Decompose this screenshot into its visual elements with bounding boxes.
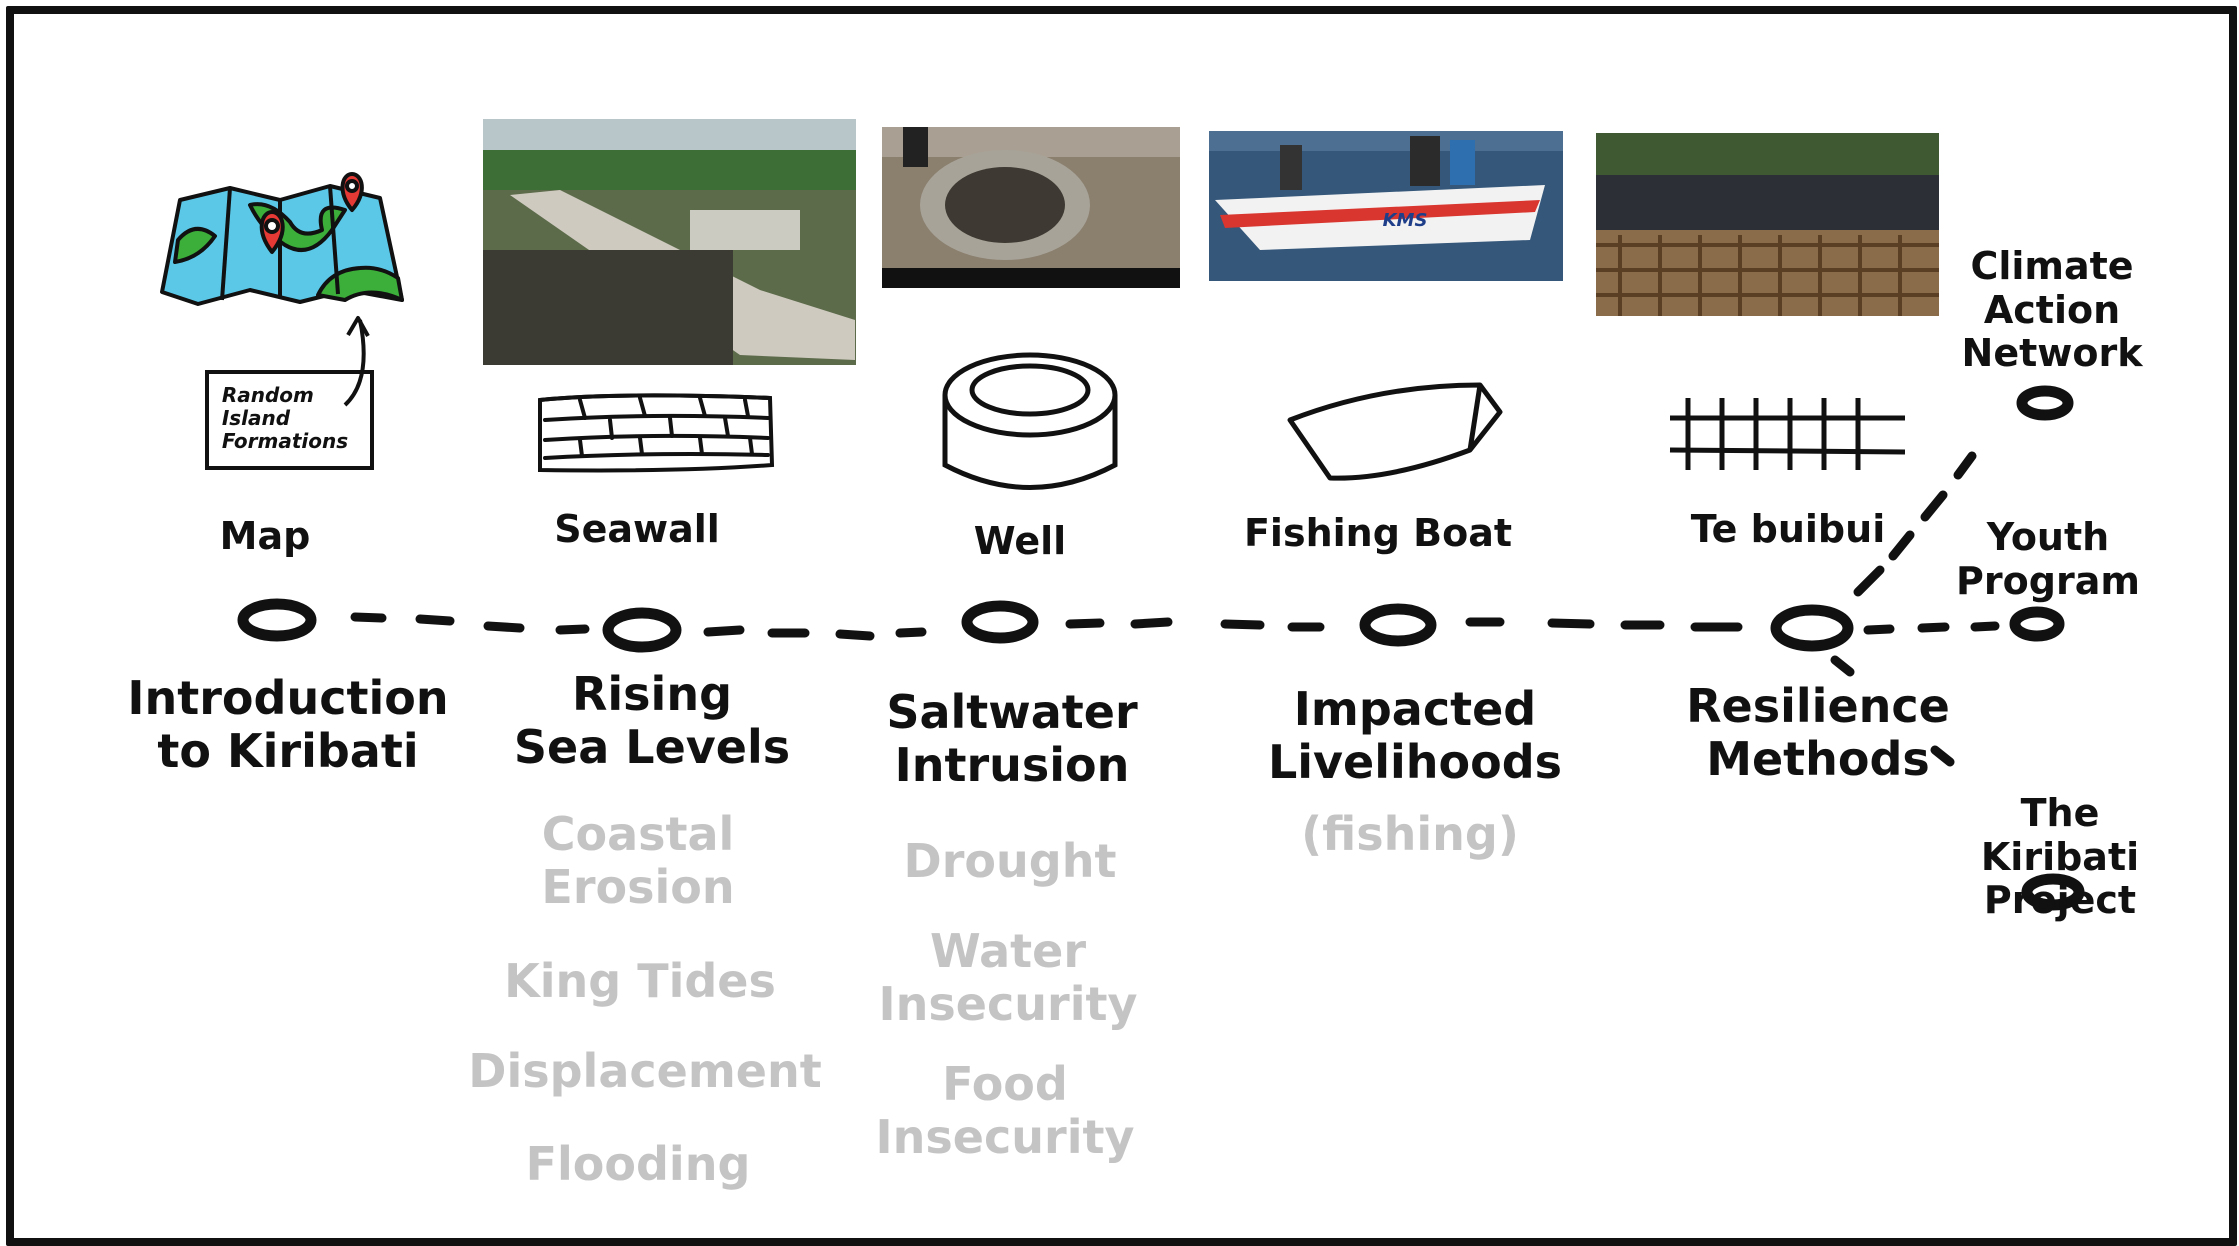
node-salt xyxy=(961,600,1039,644)
map-icon xyxy=(160,172,404,407)
icon-label-map: Map xyxy=(219,514,311,558)
map-note-box xyxy=(205,370,374,470)
subtopic-drought: Drought xyxy=(903,834,1117,888)
well-icon xyxy=(942,352,1118,490)
node-title-sea: Rising Sea Levels xyxy=(513,667,791,774)
subtopic-king-tides: King Tides xyxy=(504,954,776,1008)
node-intro xyxy=(237,598,317,642)
node-title-salt: Saltwater Intrusion xyxy=(886,685,1138,792)
boat-photo-text: KMS xyxy=(1382,210,1428,231)
node-youth xyxy=(2009,606,2065,642)
subtopic-coastal-erosion: Coastal Erosion xyxy=(541,807,735,914)
subtopic-flooding: Flooding xyxy=(525,1137,751,1191)
node-can xyxy=(2016,385,2074,421)
well-photo xyxy=(882,127,1180,288)
node-sea xyxy=(602,607,682,653)
subtopic-displacement: Displacement xyxy=(468,1044,822,1098)
node-live xyxy=(1359,603,1437,647)
seawall-photo xyxy=(483,119,856,365)
fence-photo xyxy=(1596,133,1939,316)
icon-label-well: Well xyxy=(973,519,1067,563)
fence-icon xyxy=(1669,398,1906,470)
node-title-live: Impacted Livelihoods xyxy=(1267,682,1563,789)
subtopic-fishing: (fishing) xyxy=(1301,807,1519,861)
branch-label-youth: Youth Program xyxy=(1956,515,2140,603)
seawall-icon xyxy=(538,393,775,473)
node-res xyxy=(1770,604,1854,652)
page-frame xyxy=(6,6,2237,1246)
branch-label-tkp: The Kiribati Project xyxy=(1980,791,2140,923)
map-note: Random Island Formations xyxy=(221,383,349,453)
icon-label-boat: Fishing Boat xyxy=(1243,511,1513,555)
subtopic-food-insecurity: Food Insecurity xyxy=(875,1057,1135,1164)
boat-photo xyxy=(1209,131,1563,281)
node-title-res: Resilience Methods xyxy=(1686,679,1950,786)
node-title-intro: Introduction to Kiribati xyxy=(127,671,449,778)
timeline-line xyxy=(350,451,2000,767)
icon-label-fence: Te buibui xyxy=(1690,507,1886,551)
icon-label-seawall: Seawall xyxy=(554,507,720,551)
node-tkp xyxy=(2021,873,2085,911)
boat-icon xyxy=(1287,382,1503,481)
subtopic-water-insecurity: Water Insecurity xyxy=(878,924,1138,1031)
branch-label-can: Climate Action Network xyxy=(1961,244,2143,376)
